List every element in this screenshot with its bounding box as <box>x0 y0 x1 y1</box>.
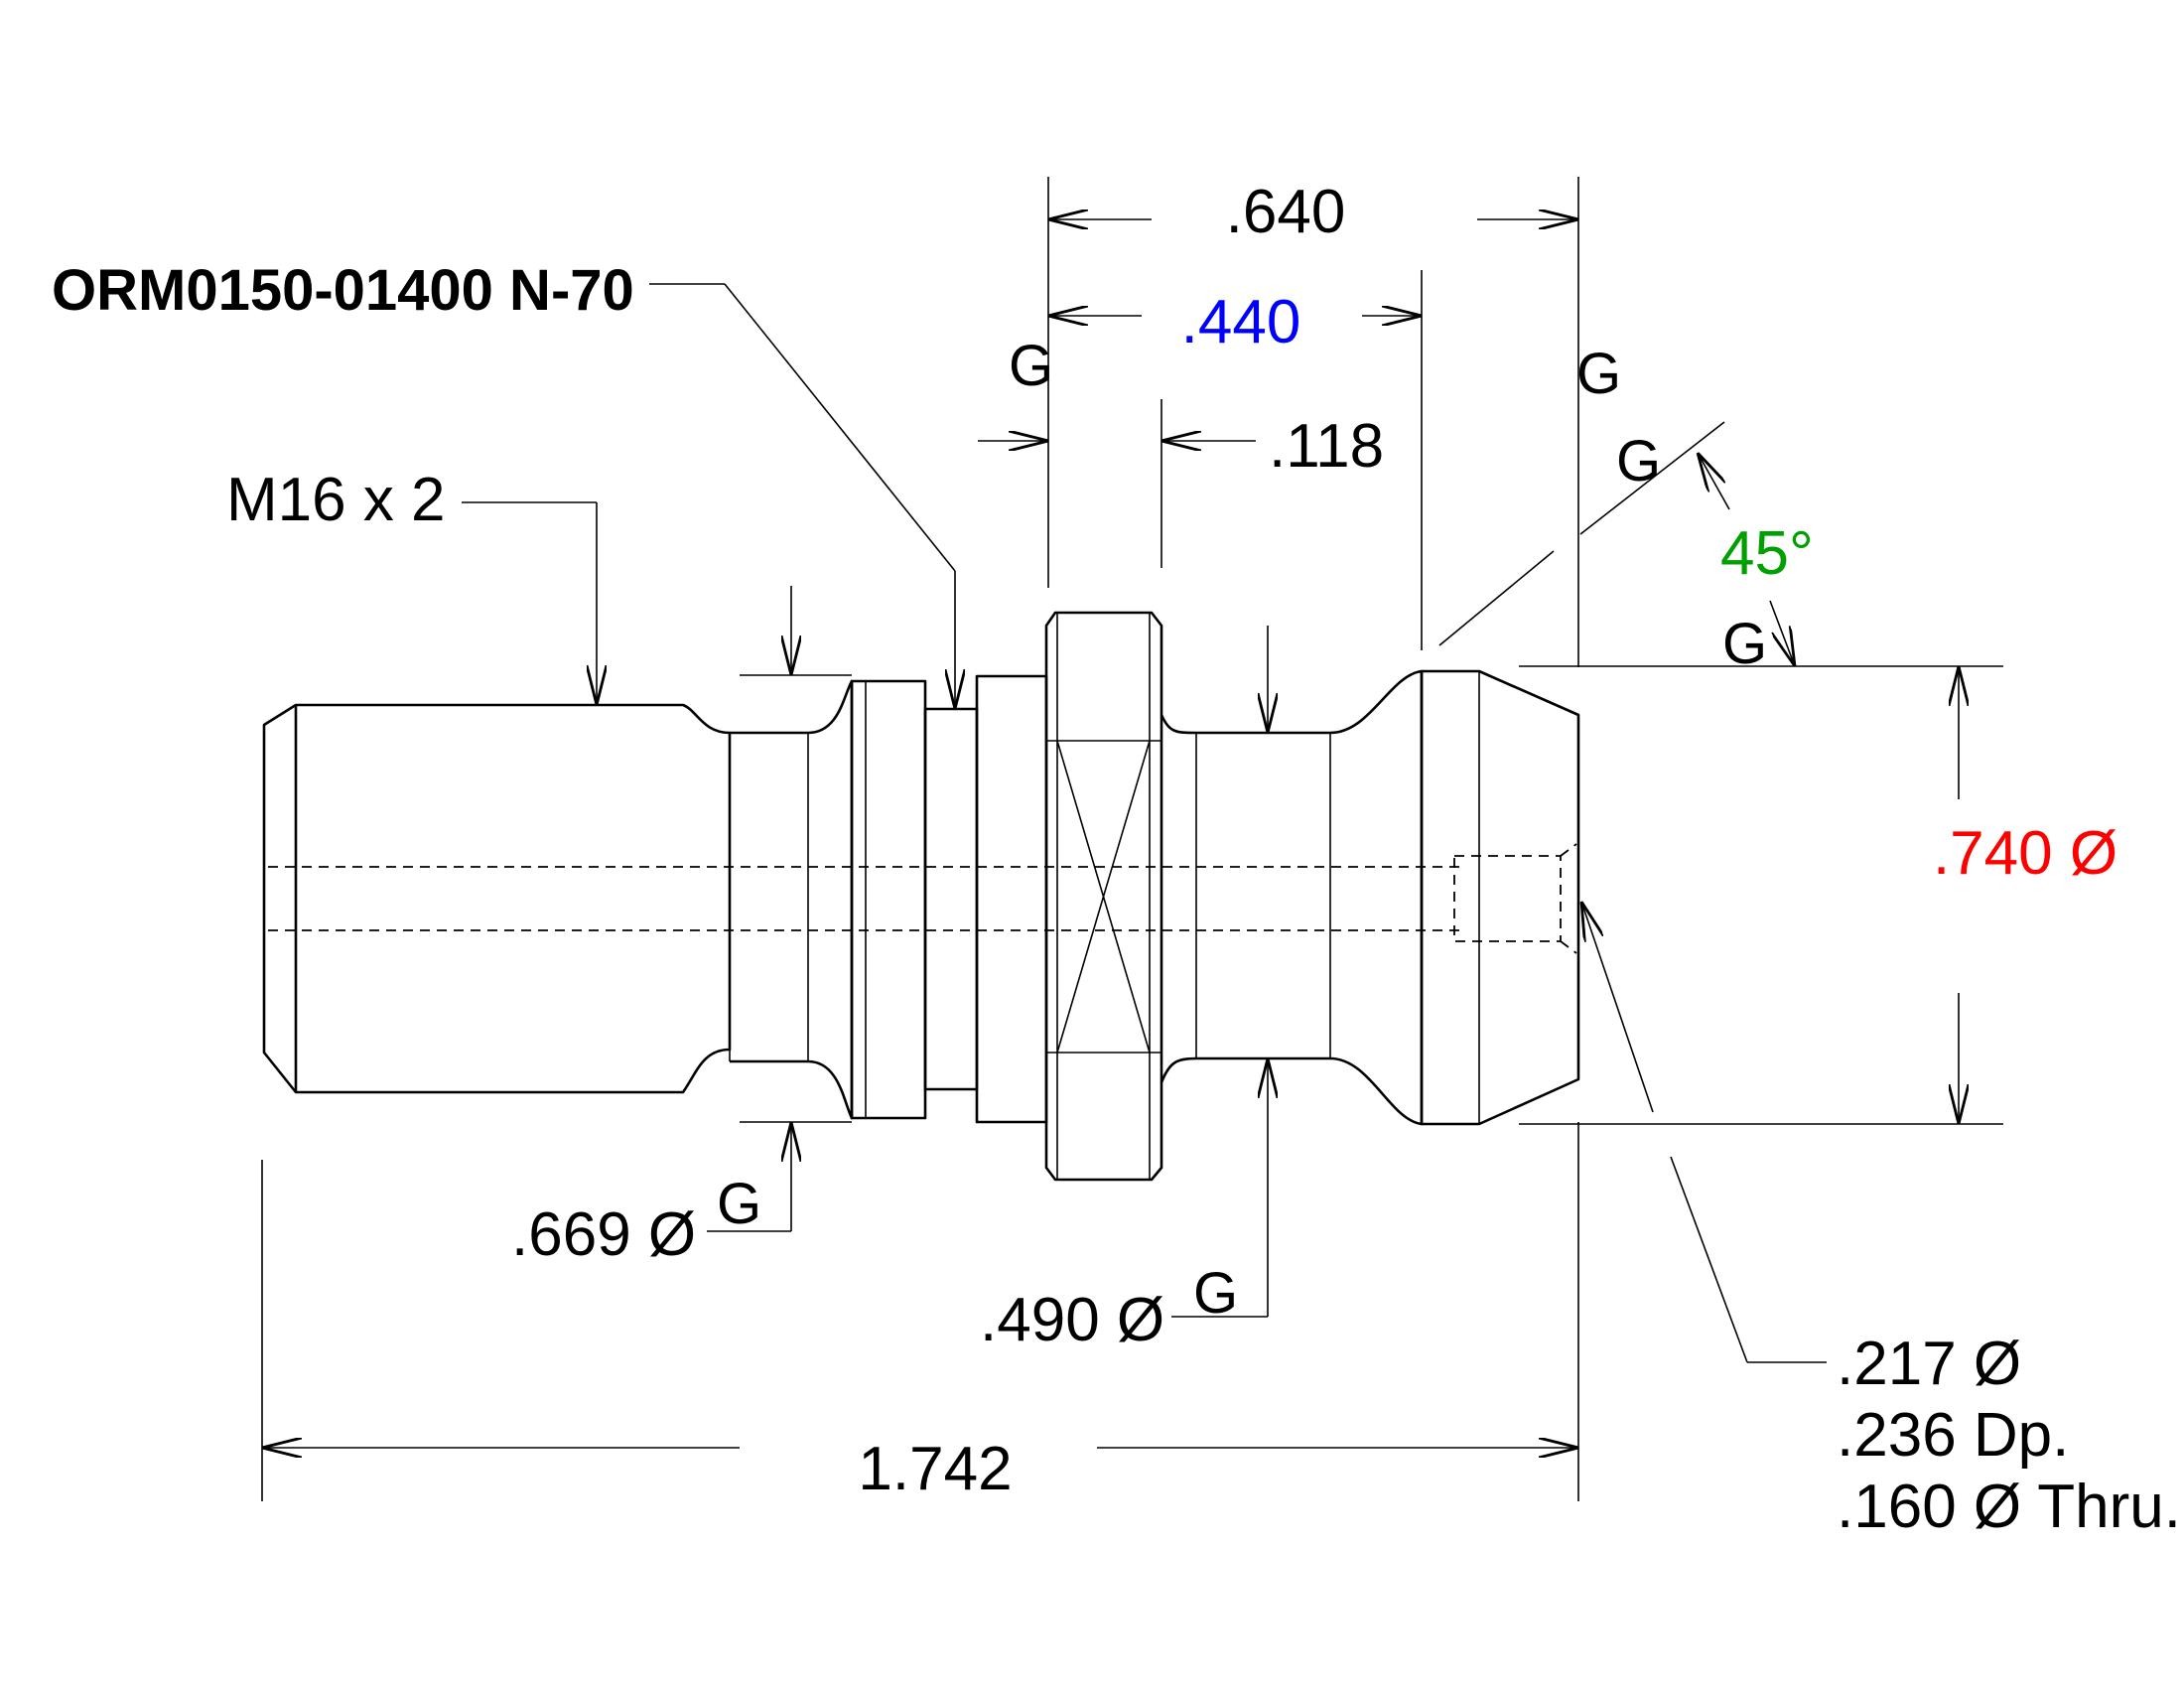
part-body <box>262 611 1580 1182</box>
head <box>1420 669 1580 1126</box>
neck <box>1160 669 1424 1126</box>
flange-length-text: .440 <box>1181 288 1301 356</box>
part-label-text: ORM0150-01400 N-70 <box>52 258 634 323</box>
top-length-text: .640 <box>1226 178 1346 246</box>
pre-flange <box>975 674 1048 1124</box>
extension-lines <box>261 177 2003 1501</box>
wrench-flange <box>1044 611 1163 1182</box>
groove-width-text: .118 <box>1269 412 1384 481</box>
finish-mark-flange: G <box>1009 334 1053 398</box>
finish-marks: G G G G <box>1009 334 1767 676</box>
finish-mark-chamfer: G <box>1616 429 1661 493</box>
finish-mark-head-face: G <box>1722 612 1767 676</box>
head-diameter-text: .740 Ø <box>1933 819 2117 888</box>
thread-label-text: M16 x 2 <box>226 466 446 534</box>
dim-angle: 45° <box>1438 421 1814 666</box>
neck-diameter-text: .490 Ø <box>980 1286 1164 1354</box>
dim-groove-width: .118 <box>978 412 1384 481</box>
relief-groove <box>730 679 854 1120</box>
relief-diameter-text: .669 Ø <box>511 1200 696 1269</box>
hole-note-line-2: .236 Dp. <box>1837 1401 2069 1470</box>
relief-finish-mark: G <box>717 1172 761 1236</box>
part-label-callout: ORM0150-01400 N-70 <box>52 258 955 709</box>
dim-flange-length: .440 <box>1048 288 1422 356</box>
hole-callout: .217 Ø .236 Dp. .160 Ø Thru. <box>1581 902 2181 1541</box>
dim-relief-diameter: .669 Ø G <box>511 586 791 1269</box>
neck-finish-mark: G <box>1193 1261 1238 1326</box>
dim-overall-length: 1.742 <box>262 1435 1578 1503</box>
thread-callout: M16 x 2 <box>226 466 597 705</box>
o-ring-groove <box>923 707 979 1091</box>
dim-top-length: .640 <box>1048 178 1578 246</box>
angle-text: 45° <box>1720 519 1814 588</box>
collar <box>850 679 927 1120</box>
dim-neck-diameter: .490 Ø G <box>980 626 1268 1354</box>
threaded-shank <box>262 703 732 1094</box>
hole-note-line-3: .160 Ø Thru. <box>1837 1473 2181 1541</box>
counterbore <box>1453 855 1562 942</box>
hole-note-line-1: .217 Ø <box>1837 1330 2021 1398</box>
finish-mark-head-top: G <box>1576 342 1621 406</box>
overall-length-text: 1.742 <box>858 1435 1012 1503</box>
dim-head-diameter: .740 Ø <box>1933 666 2117 1124</box>
